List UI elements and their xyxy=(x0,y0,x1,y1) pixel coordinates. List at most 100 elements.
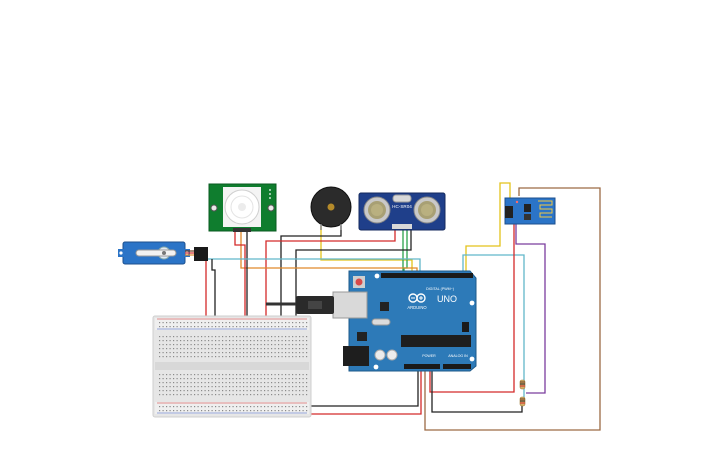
breadboard-hole[interactable] xyxy=(176,344,178,346)
breadboard-hole[interactable] xyxy=(211,406,213,408)
breadboard-hole[interactable] xyxy=(271,394,273,396)
breadboard-hole[interactable] xyxy=(295,340,297,342)
breadboard-hole[interactable] xyxy=(169,406,171,408)
breadboard-hole[interactable] xyxy=(306,348,308,350)
breadboard-hole[interactable] xyxy=(288,340,290,342)
breadboard-hole[interactable] xyxy=(281,326,283,328)
breadboard-hole[interactable] xyxy=(197,374,199,376)
breadboard-hole[interactable] xyxy=(222,382,224,384)
breadboard-hole[interactable] xyxy=(306,340,308,342)
breadboard-hole[interactable] xyxy=(239,348,241,350)
breadboard-hole[interactable] xyxy=(218,352,220,354)
breadboard-hole[interactable] xyxy=(306,374,308,376)
breadboard-hole[interactable] xyxy=(173,336,175,338)
breadboard-hole[interactable] xyxy=(183,394,185,396)
breadboard-hole[interactable] xyxy=(229,344,231,346)
breadboard-hole[interactable] xyxy=(246,322,248,324)
breadboard-hole[interactable] xyxy=(162,394,164,396)
breadboard-hole[interactable] xyxy=(183,344,185,346)
breadboard-hole[interactable] xyxy=(236,348,238,350)
breadboard[interactable] xyxy=(152,315,312,418)
breadboard-hole[interactable] xyxy=(169,356,171,358)
breadboard-hole[interactable] xyxy=(302,352,304,354)
breadboard-hole[interactable] xyxy=(166,340,168,342)
breadboard-hole[interactable] xyxy=(250,356,252,358)
breadboard-hole[interactable] xyxy=(194,406,196,408)
breadboard-hole[interactable] xyxy=(215,394,217,396)
breadboard-hole[interactable] xyxy=(218,326,220,328)
arduino-uno[interactable]: DIGITAL (PWM~) UNO ARDUINO POWER ANALOG … xyxy=(296,270,477,372)
breadboard-hole[interactable] xyxy=(229,390,231,392)
breadboard-hole[interactable] xyxy=(236,374,238,376)
breadboard-hole[interactable] xyxy=(166,336,168,338)
breadboard-hole[interactable] xyxy=(187,378,189,380)
breadboard-hole[interactable] xyxy=(229,406,231,408)
breadboard-hole[interactable] xyxy=(166,378,168,380)
breadboard-hole[interactable] xyxy=(299,326,301,328)
breadboard-hole[interactable] xyxy=(295,410,297,412)
breadboard-hole[interactable] xyxy=(236,382,238,384)
breadboard-hole[interactable] xyxy=(159,386,161,388)
breadboard-hole[interactable] xyxy=(278,326,280,328)
breadboard-hole[interactable] xyxy=(215,344,217,346)
breadboard-hole[interactable] xyxy=(260,410,262,412)
breadboard-hole[interactable] xyxy=(173,348,175,350)
breadboard-hole[interactable] xyxy=(239,382,241,384)
breadboard-hole[interactable] xyxy=(243,374,245,376)
breadboard-hole[interactable] xyxy=(197,382,199,384)
breadboard-hole[interactable] xyxy=(204,348,206,350)
breadboard-hole[interactable] xyxy=(173,382,175,384)
breadboard-hole[interactable] xyxy=(236,394,238,396)
breadboard-hole[interactable] xyxy=(190,336,192,338)
breadboard-hole[interactable] xyxy=(278,382,280,384)
breadboard-hole[interactable] xyxy=(215,378,217,380)
breadboard-hole[interactable] xyxy=(285,344,287,346)
breadboard-hole[interactable] xyxy=(201,326,203,328)
breadboard-hole[interactable] xyxy=(173,390,175,392)
breadboard-hole[interactable] xyxy=(176,390,178,392)
breadboard-hole[interactable] xyxy=(253,390,255,392)
breadboard-hole[interactable] xyxy=(257,390,259,392)
breadboard-hole[interactable] xyxy=(253,406,255,408)
breadboard-hole[interactable] xyxy=(208,410,210,412)
wire-black-gnd[interactable] xyxy=(431,368,523,413)
breadboard-hole[interactable] xyxy=(267,390,269,392)
breadboard-hole[interactable] xyxy=(295,344,297,346)
breadboard-hole[interactable] xyxy=(218,322,220,324)
breadboard-hole[interactable] xyxy=(285,336,287,338)
breadboard-hole[interactable] xyxy=(215,326,217,328)
breadboard-hole[interactable] xyxy=(243,348,245,350)
breadboard-hole[interactable] xyxy=(166,382,168,384)
breadboard-hole[interactable] xyxy=(159,352,161,354)
breadboard-hole[interactable] xyxy=(166,386,168,388)
breadboard-hole[interactable] xyxy=(173,344,175,346)
breadboard-hole[interactable] xyxy=(264,326,266,328)
breadboard-hole[interactable] xyxy=(162,386,164,388)
breadboard-hole[interactable] xyxy=(306,406,308,408)
wire-red-pir[interactable] xyxy=(234,232,246,322)
breadboard-hole[interactable] xyxy=(274,322,276,324)
breadboard-hole[interactable] xyxy=(204,352,206,354)
breadboard-hole[interactable] xyxy=(239,386,241,388)
breadboard-hole[interactable] xyxy=(278,390,280,392)
breadboard-hole[interactable] xyxy=(281,344,283,346)
breadboard-hole[interactable] xyxy=(194,382,196,384)
breadboard-hole[interactable] xyxy=(222,394,224,396)
breadboard-hole[interactable] xyxy=(173,374,175,376)
breadboard-hole[interactable] xyxy=(271,386,273,388)
breadboard-hole[interactable] xyxy=(267,336,269,338)
breadboard-hole[interactable] xyxy=(222,340,224,342)
breadboard-hole[interactable] xyxy=(306,378,308,380)
breadboard-hole[interactable] xyxy=(204,326,206,328)
breadboard-hole[interactable] xyxy=(271,410,273,412)
breadboard-hole[interactable] xyxy=(169,378,171,380)
breadboard-hole[interactable] xyxy=(271,348,273,350)
breadboard-hole[interactable] xyxy=(271,374,273,376)
breadboard-hole[interactable] xyxy=(285,394,287,396)
breadboard-hole[interactable] xyxy=(204,378,206,380)
breadboard-hole[interactable] xyxy=(246,352,248,354)
breadboard-hole[interactable] xyxy=(197,410,199,412)
breadboard-hole[interactable] xyxy=(306,336,308,338)
breadboard-hole[interactable] xyxy=(225,394,227,396)
breadboard-hole[interactable] xyxy=(260,374,262,376)
